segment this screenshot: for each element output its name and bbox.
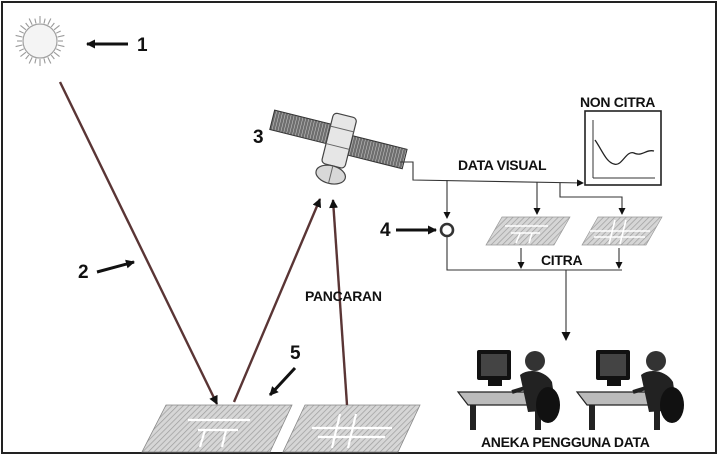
citra-image-right: [581, 216, 663, 246]
non-citra-graph: [584, 110, 662, 186]
ground-station-icon: [439, 222, 455, 238]
sun-ray: [57, 44, 65, 48]
sun-ray: [20, 51, 27, 58]
label-number-3: 3: [253, 127, 264, 148]
sun-ray: [34, 58, 37, 64]
label-number-2: 2: [78, 262, 89, 283]
sun-ray: [47, 56, 52, 64]
sun-ray: [43, 58, 46, 64]
satellite-icon: [269, 109, 408, 185]
label-number-5: 5: [290, 343, 301, 364]
satellite-downlink-line: [400, 161, 584, 187]
user-workstation-1: [456, 350, 560, 430]
sun-ray: [50, 22, 55, 28]
sun-ray: [25, 54, 30, 60]
incoming-ray-arrow: [58, 81, 219, 405]
sun-ray: [55, 48, 61, 52]
sun-ray: [53, 24, 60, 31]
user-workstation-2: [575, 350, 684, 430]
sun-ray: [28, 56, 33, 64]
ground-panel-right: [282, 404, 421, 453]
ground-panel-left: [141, 404, 293, 453]
pancaran-label: PANCARAN: [305, 288, 382, 304]
sun-ray: [20, 24, 27, 31]
aneka-pengguna-data-label: ANEKA PENGGUNA DATA: [481, 434, 650, 450]
sun-ray: [53, 51, 60, 58]
sun-ray: [19, 48, 25, 52]
sun-ray: [47, 18, 52, 26]
sun-ray: [43, 18, 46, 24]
citra-image-left: [485, 216, 571, 246]
reflected-ray-arrow: [232, 198, 322, 403]
sun-ray: [19, 30, 25, 34]
data-visual-label: DATA VISUAL: [458, 157, 547, 173]
sun-ray: [50, 54, 55, 60]
emission-ray-arrow: [329, 199, 349, 406]
branch-line-citra-right: [559, 183, 626, 215]
sun-ray: [28, 18, 33, 26]
sun-ray: [15, 34, 23, 38]
label-2-arrow: [96, 259, 135, 274]
label-5-arrow: [268, 366, 297, 397]
non-citra-label: NON CITRA: [580, 94, 655, 110]
label-number-4: 4: [380, 220, 391, 241]
citra-collector-line: [446, 237, 622, 271]
diagram-frame: [1, 1, 717, 454]
sun-ray: [25, 22, 30, 28]
citra-label: CITRA: [541, 252, 582, 268]
sun-icon: [15, 16, 65, 66]
label-number-1: 1: [137, 35, 148, 56]
sun-ray: [55, 30, 61, 34]
sun-ray: [15, 44, 23, 48]
sun-ray: [57, 34, 65, 38]
sun-ray: [34, 18, 37, 24]
